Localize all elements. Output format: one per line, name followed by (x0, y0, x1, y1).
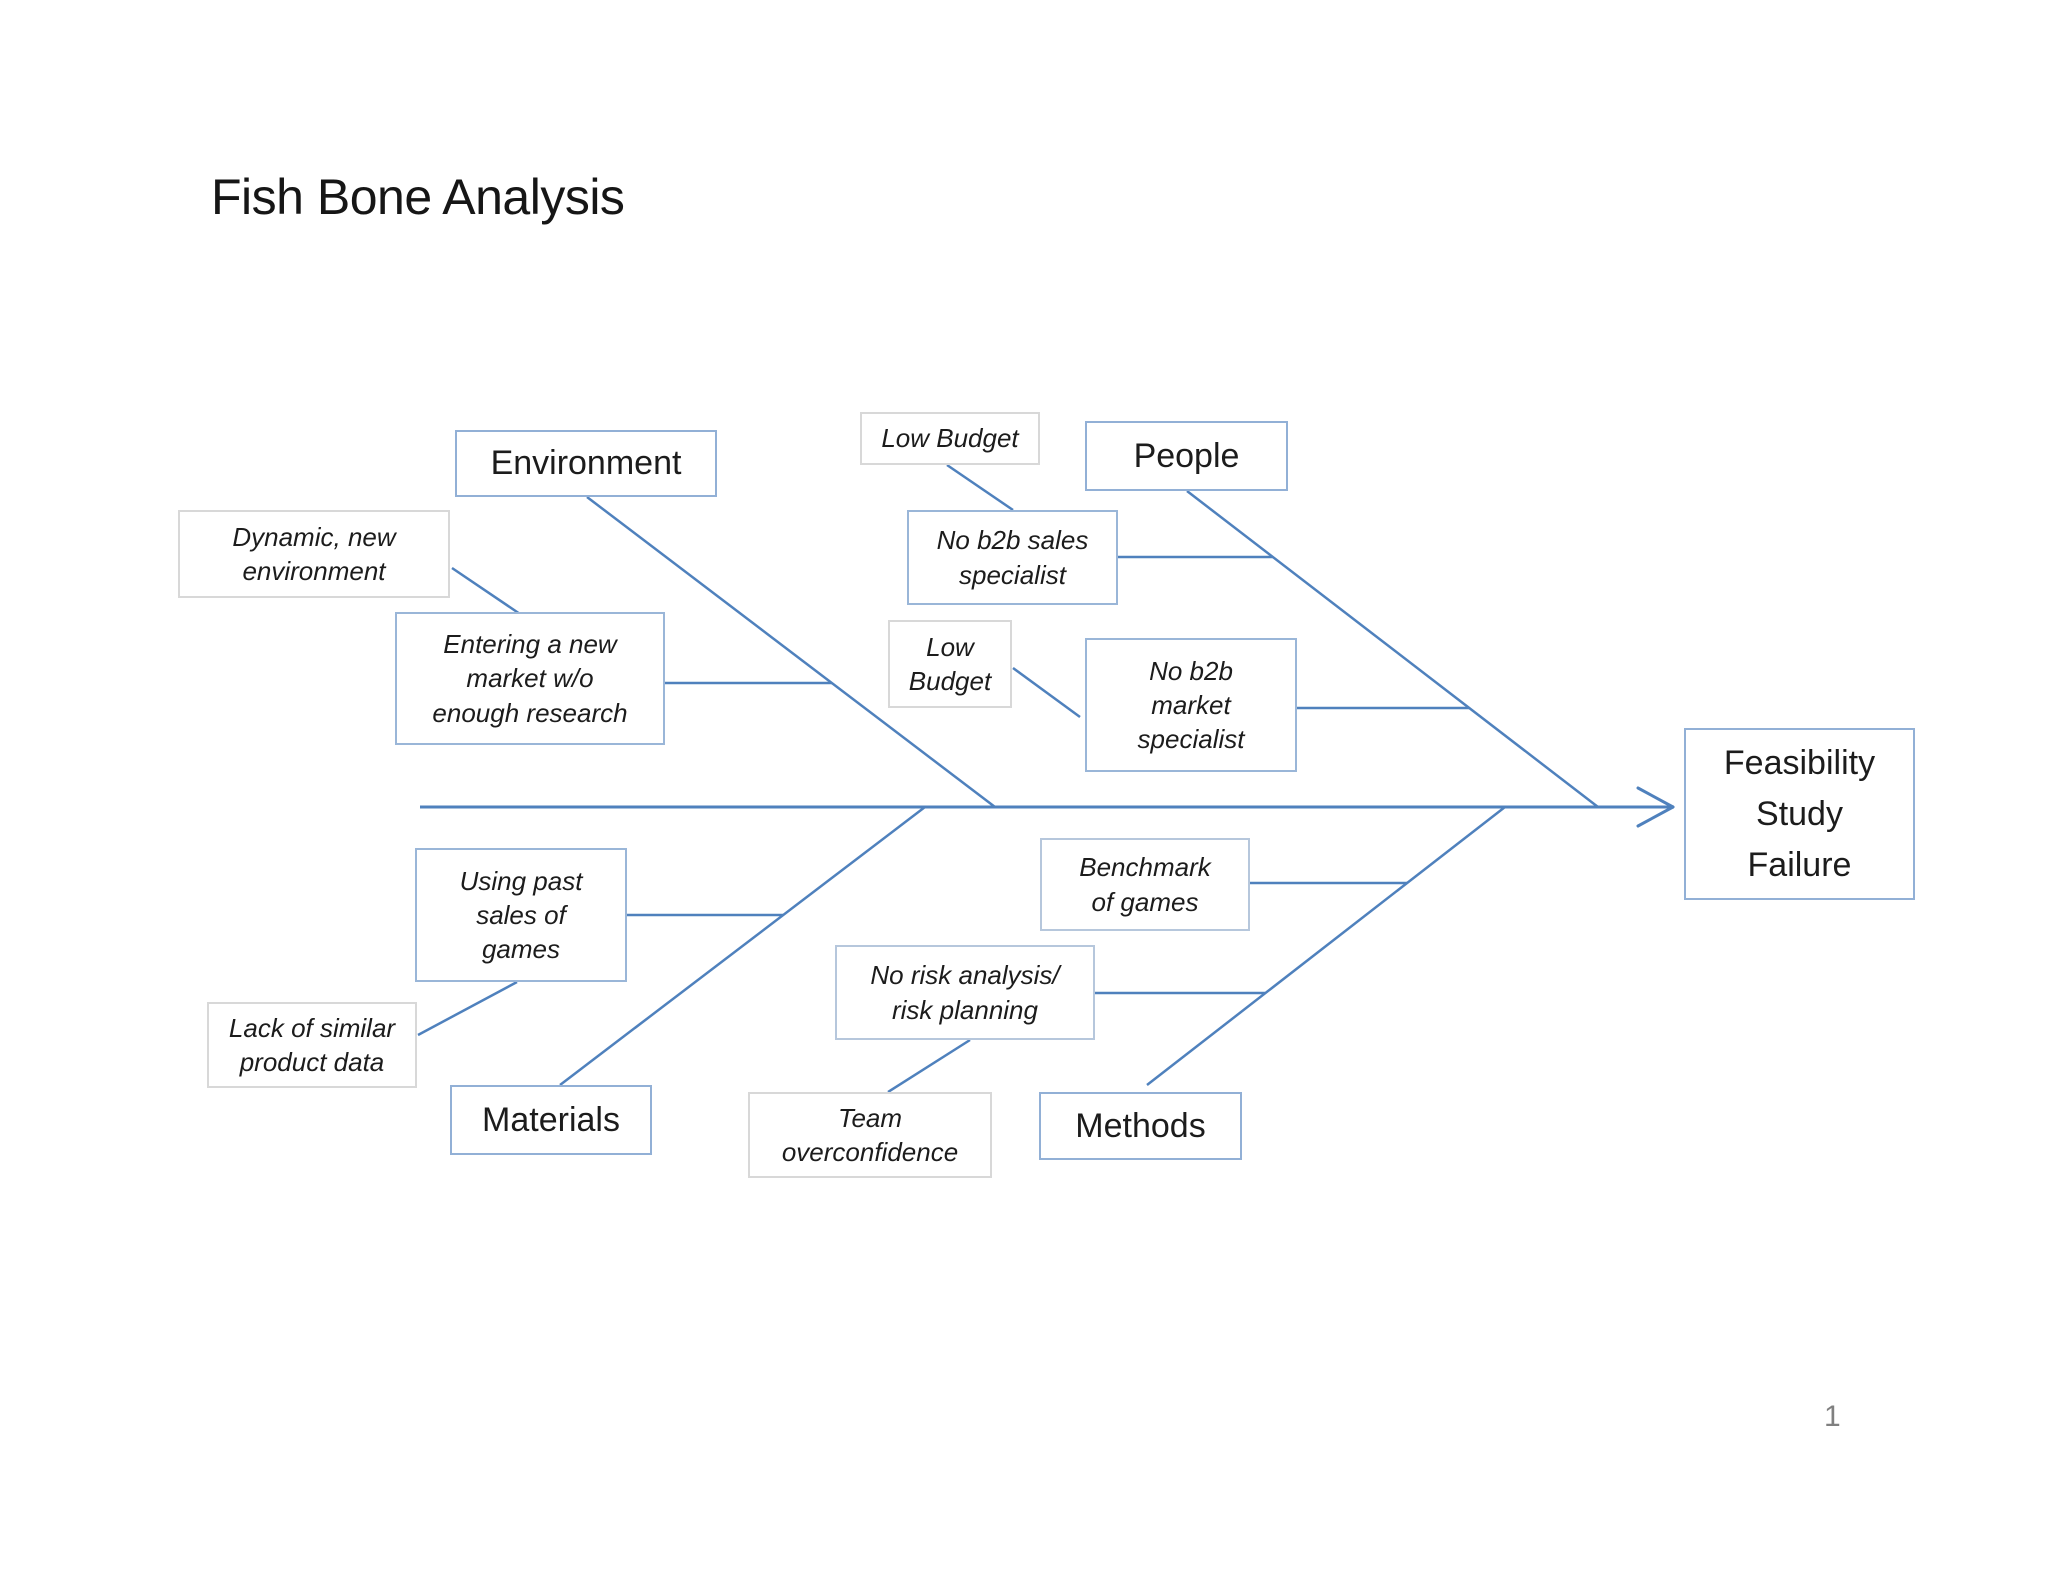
connector-team-to-norisk (887, 1038, 971, 1094)
cause-box-no-risk-analysis: No risk analysis/ risk planning (835, 945, 1095, 1040)
environment-branch-line (586, 496, 996, 808)
page-title: Fish Bone Analysis (211, 169, 625, 225)
spine-arrowhead-bottom (1636, 805, 1675, 828)
cause-box-benchmark-of-games: Benchmark of games (1040, 838, 1250, 931)
cause-box-low-budget-1: Low Budget (860, 412, 1040, 465)
connector-lowbudget1-to-nob2bsales (946, 463, 1014, 512)
cause-box-low-budget-2: Low Budget (888, 620, 1012, 708)
cause-box-dynamic-new-environment: Dynamic, new environment (178, 510, 450, 598)
category-box-materials: Materials (450, 1085, 652, 1155)
cause-box-lack-of-similar-product-data: Lack of similar product data (207, 1002, 417, 1088)
spine-arrowhead-top (1636, 786, 1675, 809)
connector-lack-to-usingpastsales (417, 980, 518, 1037)
category-box-people: People (1085, 421, 1288, 491)
category-box-methods: Methods (1039, 1092, 1242, 1160)
cause-box-team-overconfidence: Team overconfidence (748, 1092, 992, 1178)
cause-box-no-b2b-sales-specialist: No b2b sales specialist (907, 510, 1118, 605)
connector-dynamic-to-entering (451, 566, 521, 616)
page-number: 1 (1824, 1400, 1841, 1433)
cause-box-using-past-sales-of-games: Using past sales of games (415, 848, 627, 982)
connector-lowbudget2-to-nob2bmarket (1012, 666, 1081, 719)
cause-box-no-b2b-market-specialist: No b2b market specialist (1085, 638, 1297, 772)
cause-box-entering-new-market: Entering a new market w/o enough researc… (395, 612, 665, 745)
category-box-environment: Environment (455, 430, 717, 497)
people-branch-line (1186, 490, 1599, 808)
methods-branch-line (1146, 806, 1506, 1086)
materials-branch-line (559, 806, 926, 1086)
effect-box-feasibility-study-failure: Feasibility Study Failure (1684, 728, 1915, 900)
